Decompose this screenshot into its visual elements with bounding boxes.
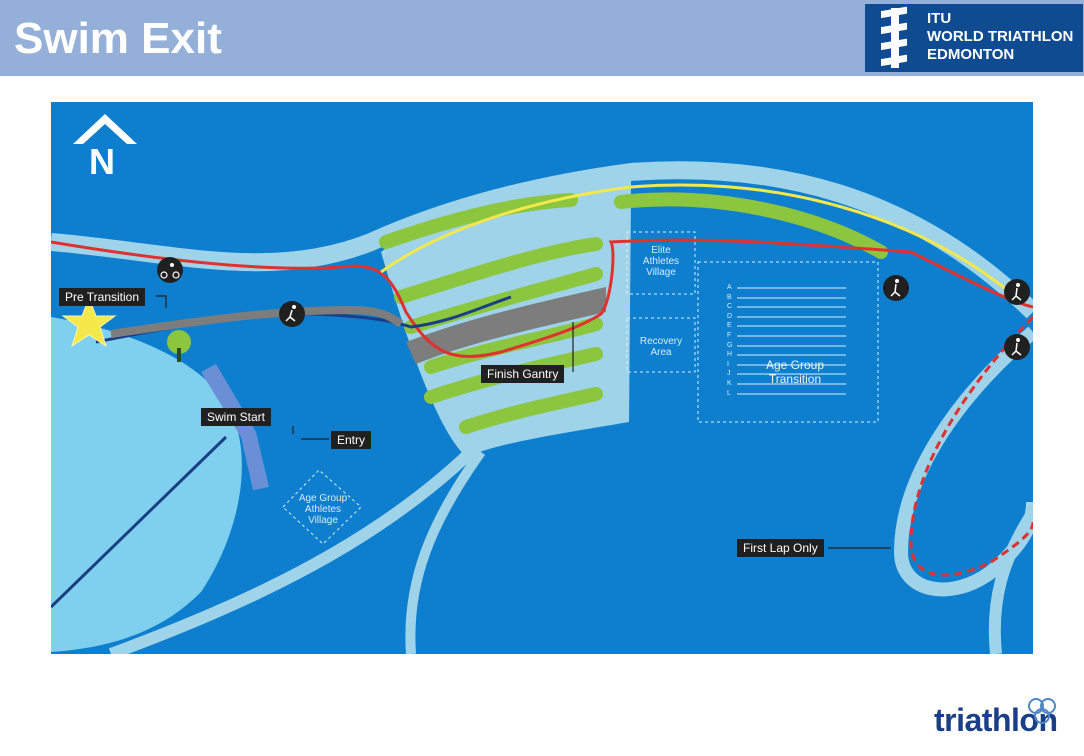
swim-start-label: Swim Start xyxy=(201,408,272,426)
transition-path xyxy=(110,305,404,338)
course-map: Pre Transition Swim Start Entry Finish G… xyxy=(51,102,1033,654)
pre-transition-label: Pre Transition xyxy=(59,288,146,306)
walker-icon xyxy=(883,275,909,301)
recovery-zone xyxy=(626,317,696,373)
page-title: Swim Exit xyxy=(14,14,222,63)
rack-lines xyxy=(737,287,846,395)
swim-start-pontoon xyxy=(201,364,269,490)
lower-path-1 xyxy=(108,437,486,654)
tree-icon xyxy=(167,330,191,362)
map-graphic xyxy=(51,114,1033,654)
finish-chute xyxy=(406,287,606,364)
north-arrow-icon xyxy=(73,114,137,144)
walker-icon-3 xyxy=(1004,334,1030,360)
compass-letter: N xyxy=(89,141,115,182)
leader-lines xyxy=(156,295,891,549)
finish-gantry-label: Finish Gantry xyxy=(481,365,565,383)
logo-line-3: EDMONTON xyxy=(927,46,1015,63)
star-icon xyxy=(61,296,117,348)
lake xyxy=(51,317,242,652)
run-route-dashed xyxy=(909,315,1033,577)
walker-icon-2 xyxy=(1004,279,1030,305)
runner-icon xyxy=(279,301,305,327)
olympic-rings-icon xyxy=(1028,698,1056,724)
logo-line-2: WORLD TRIATHLON xyxy=(927,28,1074,45)
itu-emblem-icon xyxy=(881,6,907,68)
entry-label: Entry xyxy=(331,431,372,449)
cyclist-icon xyxy=(157,257,183,283)
top-path xyxy=(51,161,1033,319)
logo-line-1: ITU xyxy=(927,10,952,27)
bike-route xyxy=(380,183,1017,299)
elite-village-zone xyxy=(626,231,696,295)
age-group-transition-zone xyxy=(697,261,879,423)
right-path-2 xyxy=(988,508,1033,654)
itu-edmonton-logo: ITU WORLD TRIATHLON EDMONTON xyxy=(865,4,1083,72)
header-bar: Swim Exit ITU WORLD TRIATHLON EDMONTON xyxy=(0,0,1084,76)
first-lap-only-label: First Lap Only xyxy=(737,539,824,557)
lower-path-2 xyxy=(405,449,486,654)
run-route xyxy=(51,238,1033,358)
